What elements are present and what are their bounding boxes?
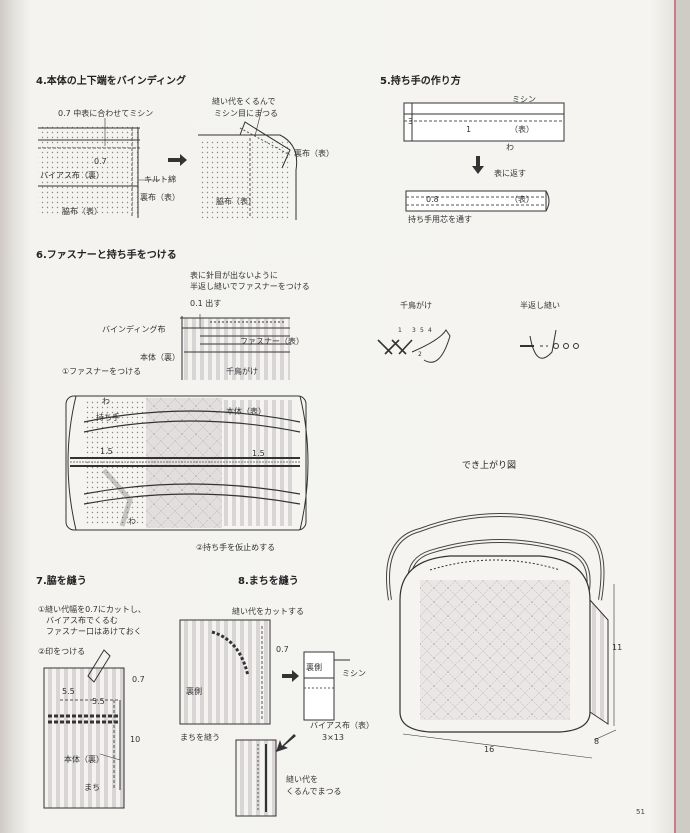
stitch-step: 2 [418,351,422,358]
s5-label: （表） [510,125,534,134]
s8-title: 8.まちを縫う [238,576,299,587]
arrow-right-icon [282,670,299,682]
arrow-down-left-icon [276,734,296,752]
s7-label: 0.7 [132,675,145,684]
s6-bag-open [65,395,309,531]
s6-label: バインディング布 [102,325,166,334]
s4-label: バイアス布（裏） [40,171,104,180]
s7-title: 7.脇を縫う [36,576,87,587]
s8-label: ミシン [342,669,366,678]
s5-label: 3 [408,117,414,126]
s5-label: 0.8 [426,195,439,204]
finished-title: でき上がり図 [462,461,517,471]
dim-width: 16 [484,745,495,754]
s4-label: 脇布（表） [62,207,102,216]
s6-label: 千鳥がけ [226,367,258,376]
stitch-step: 5 [420,327,424,334]
s6-label: 1.5 [100,447,113,456]
s8-label: 裏側 [306,663,322,672]
s6-label: 本体（裏） [140,353,180,362]
s4-label: 0.7 中表に合わせてミシン [58,109,154,118]
s4-label: ミシン目にまつる [214,109,278,118]
s8-label: くるんでまつる [286,787,342,796]
dim-height: 11 [612,643,623,652]
s6-label: 持ち手 [96,413,120,422]
stitch-step: 1 [398,327,402,334]
s5-diagram [403,102,565,212]
s5-label: わ [506,143,514,152]
stitch-label-cross: 千鳥がけ [400,301,432,310]
s8-diagram [179,619,350,817]
s6-label: 半返し縫いでファスナーをつける [190,282,310,291]
s6-label: 1.5 [252,449,265,458]
s4-diagram-left [38,118,160,218]
arrow-down-icon [472,156,484,174]
s6-label: 表に針目が出ないように [190,271,278,280]
s4-label: 0.7 [94,157,107,166]
s8-label: まちを縫う [180,733,220,742]
s6-label: ②持ち手を仮止めする [196,543,276,552]
s7-diagram [43,649,125,809]
s7-label: ファスナー口はあけておく [46,627,142,636]
s7-label: 5.5 [62,687,75,696]
s8-label: 縫い代をカットする [232,607,304,616]
s4-diagram-right [198,107,298,220]
s8-label: 縫い代を [286,775,318,784]
s6-label: ファスナー（表） [240,337,304,346]
s5-label: 持ち手用芯を通す [408,215,472,224]
stitch-label-backstitch: 半返し縫い [520,301,560,310]
s8-label: 3×13 [322,733,344,742]
stitch-step: 3 [412,327,416,334]
s7-label: ①縫い代幅を0.7にカットし、 [38,605,146,614]
s7-label: 5.5 [92,697,105,706]
s8-label: バイアス布（表） [310,721,374,730]
s5-label: （表） [510,195,534,204]
s4-label: 縫い代をくるんで [212,97,276,106]
stitch-diagrams [377,329,579,363]
dim-depth: 8 [594,737,600,746]
s6-label: ①ファスナーをつける [62,367,142,376]
s7-label: 10 [130,735,141,744]
s7-label: 本体（裏） [64,755,104,764]
s4-label: キルト綿 [144,175,176,184]
s8-label: 裏側 [186,687,202,696]
s5-label: 1 [466,125,472,134]
s6-label: 0.1 出す [190,299,222,308]
s7-label: バイアス布でくるむ [46,616,118,625]
s5-label: 表に返す [494,169,526,178]
s8-label: 0.7 [276,645,289,654]
finished-bag [386,513,617,759]
s4-label: 裏布（表） [140,193,180,202]
s6-label: わ [128,517,136,526]
s7-label: まち [84,783,100,792]
stitch-step: 4 [428,327,432,334]
s4-label: 裏布（表） [294,149,334,158]
s6-label: わ [102,397,110,406]
s7-label: ②印をつける [38,647,86,656]
arrow-right-icon [168,154,187,166]
s4-title: 4.本体の上下端をバインディング [36,76,187,87]
s4-label: 脇布（表） [216,197,256,206]
s6-label: 本体（表） [226,407,266,416]
s6-zip-detail [180,314,290,380]
s6-title: 6.ファスナーと持ち手をつける [36,250,177,261]
page-number: 51 [636,808,645,816]
s5-label: ミシン [512,95,536,104]
s5-title: 5.持ち手の作り方 [380,76,461,87]
